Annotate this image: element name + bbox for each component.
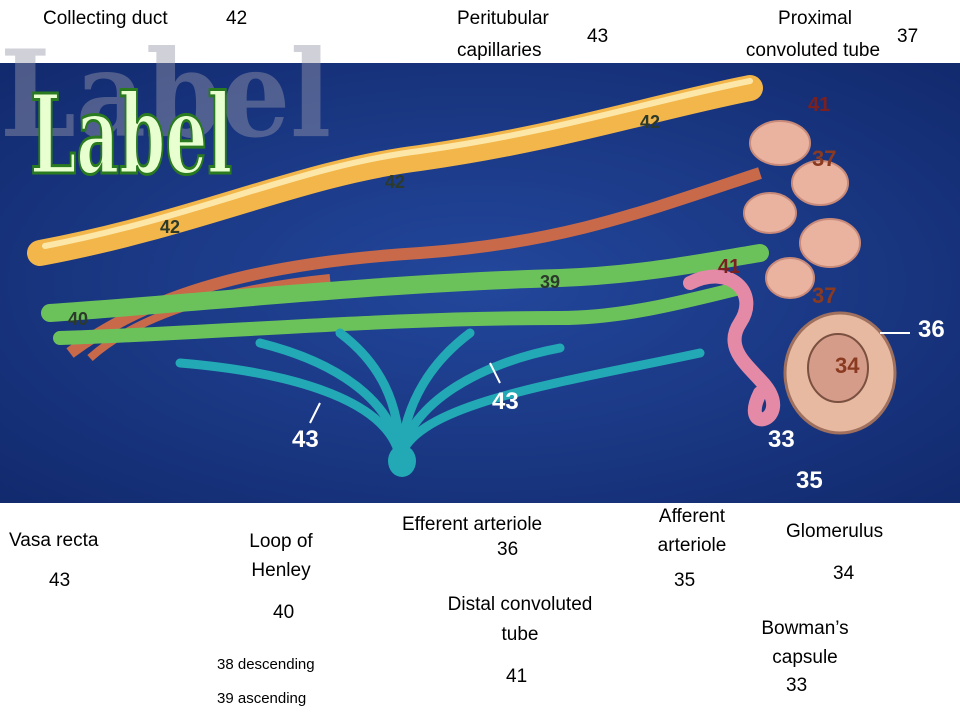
label-loop-number: 40 <box>273 602 295 623</box>
model-number-36: 36 <box>918 316 945 343</box>
label-pct-number: 37 <box>897 26 919 47</box>
label-watermark-shadow: Label <box>0 24 332 165</box>
model-number-40: 40 <box>68 309 88 329</box>
label-afferent-line1: Afferent <box>658 506 726 527</box>
label-loop-line2: Henley <box>251 560 311 581</box>
model-number-37-b: 37 <box>812 283 836 308</box>
label-bowman-line2: capsule <box>772 647 838 668</box>
model-number-41-b: 41 <box>718 256 740 278</box>
label-distal-line2: tube <box>501 624 539 645</box>
model-number-42-b: 42 <box>385 172 405 192</box>
loop-of-henle-lower <box>53 281 747 345</box>
label-distal-number: 41 <box>506 666 528 687</box>
model-number-41-a: 41 <box>808 94 830 116</box>
label-afferent-number: 35 <box>674 570 696 591</box>
label-efferent-number: 36 <box>497 539 519 560</box>
model-number-43-a: 43 <box>292 426 319 453</box>
label-distal-line1: Distal convoluted <box>447 594 593 615</box>
model-number-42-a: 42 <box>160 217 180 237</box>
model-number-37-a: 37 <box>812 146 836 171</box>
label-bowman-number: 33 <box>786 675 808 696</box>
nephron-model-photo: 42 42 42 40 39 41 41 37 37 34 43 43 36 3… <box>0 63 960 503</box>
collecting-duct-highlight <box>42 78 753 249</box>
label-pct-line2: convoluted tube <box>745 40 881 61</box>
label-efferent: Efferent arteriole <box>402 514 543 535</box>
label-loop-descending: 38 descending <box>217 656 315 673</box>
proximal-tubule-coils <box>743 120 861 299</box>
label-loop-ascending: 39 ascending <box>217 690 307 707</box>
peritubular-capillaries <box>175 328 705 463</box>
label-vasa-recta: Vasa recta <box>9 530 99 551</box>
collecting-duct-tube <box>27 75 763 266</box>
pointer-lines <box>309 332 910 424</box>
label-watermark: Label <box>29 70 233 199</box>
capillary-drop <box>388 445 416 477</box>
label-vasa-recta-number: 43 <box>49 570 71 591</box>
model-number-43-b: 43 <box>492 388 519 415</box>
model-number-39: 39 <box>540 272 560 292</box>
model-number-35: 35 <box>796 467 823 494</box>
label-peritubular-line1: Peritubular <box>457 8 549 29</box>
label-peritubular-line2: capillaries <box>457 40 542 61</box>
label-collecting-duct: Collecting duct <box>43 8 168 29</box>
label-collecting-duct-number: 42 <box>226 8 248 29</box>
glomerulus-ball <box>807 333 869 403</box>
model-number-33: 33 <box>768 426 795 453</box>
loop-of-henle <box>41 244 769 322</box>
label-glomerulus-number: 34 <box>833 563 855 584</box>
label-bowman-line1: Bowman’s <box>761 618 849 639</box>
label-peritubular-number: 43 <box>587 26 609 47</box>
label-afferent-line2: arteriole <box>657 535 727 556</box>
label-glomerulus: Glomerulus <box>786 521 884 542</box>
distal-convoluted-tubule <box>683 269 781 427</box>
model-number-42-c: 42 <box>640 112 660 132</box>
label-pct-line1: Proximal <box>778 8 852 29</box>
label-loop-line1: Loop of <box>249 531 313 552</box>
model-number-34: 34 <box>835 353 860 378</box>
